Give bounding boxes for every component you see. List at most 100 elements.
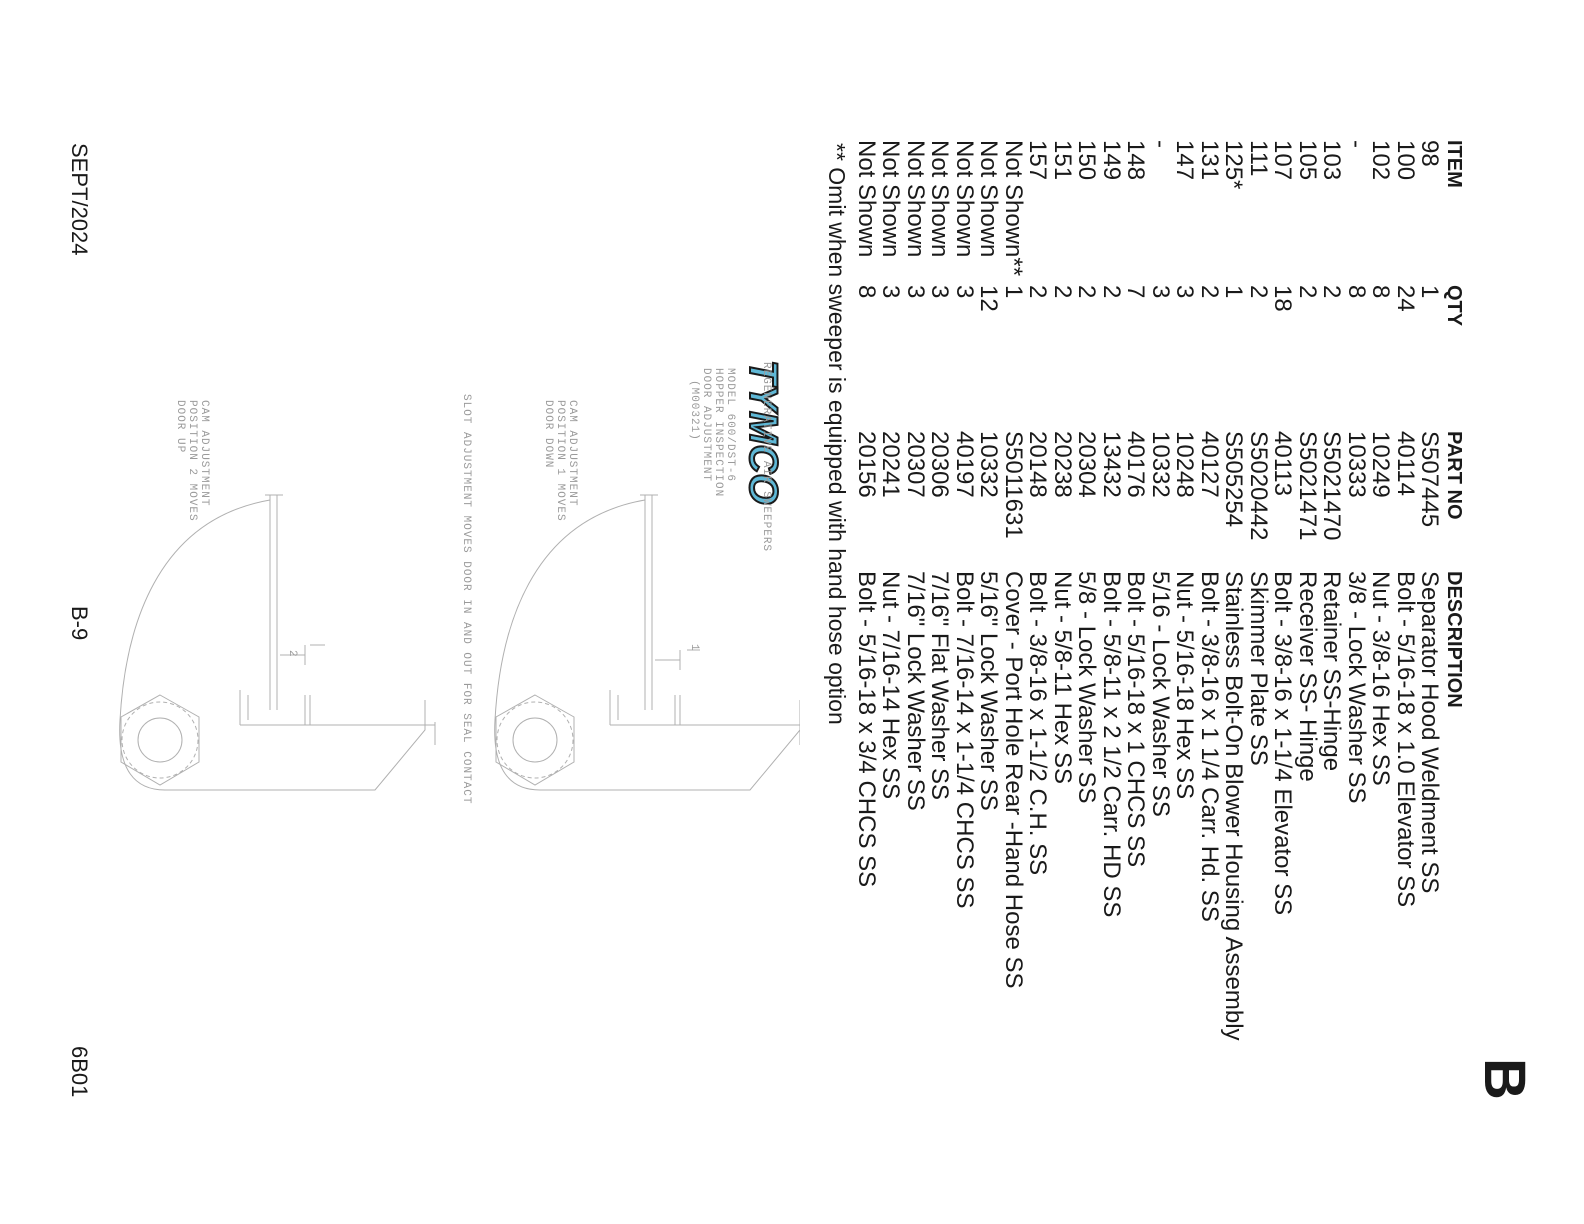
row-qty: 2 [1024, 285, 1052, 299]
row-description: Bolt - 3/8-16 x 1 1/4 Carr. Hd. SS [1196, 571, 1223, 922]
row-part-no: 10249 [1367, 431, 1395, 498]
footnote: ** Omit when sweeper is equipped with ha… [824, 143, 850, 725]
row-qty: 2 [1245, 285, 1272, 299]
row-description: Bolt - 5/8-11 x 2 1/2 Carr. HD SS [1098, 571, 1125, 918]
row-description: Stainless Bolt-On Blower Housing Assembl… [1220, 571, 1248, 1041]
section-letter: B [1472, 1058, 1537, 1100]
row-part-no: S507445 [1416, 431, 1444, 528]
row-description: 5/16" Lock Washer SS [975, 571, 1003, 811]
row-part-no: 10332 [1147, 431, 1174, 498]
row-part-no: 20148 [1024, 431, 1052, 498]
row-description: Cover - Port Hole Rear -Hand Hose SS [1000, 571, 1027, 989]
cam1-line-3: DOOR DOWN [542, 400, 554, 468]
row-item: 150 [1073, 140, 1101, 181]
row-description: Bolt - 5/16-18 x 1 CHCS SS [1122, 571, 1150, 868]
row-item: Not Shown [951, 140, 978, 258]
dimension-1: 1 [688, 644, 700, 652]
row-description: Nut - 5/16-18 Hex SS [1171, 571, 1199, 800]
row-description: 5/8 - Lock Washer SS [1073, 571, 1101, 804]
row-part-no: S505254 [1220, 431, 1248, 528]
row-qty: 8 [1343, 285, 1370, 299]
row-item: 98 [1416, 140, 1444, 167]
row-description: Bolt - 7/16-14 x 1-1/4 CHCS SS [951, 571, 978, 909]
row-part-no: 13432 [1098, 431, 1125, 498]
cam2-line-1: CAM ADJUSTMENT [198, 400, 210, 506]
row-item: 148 [1122, 140, 1150, 181]
row-qty: 24 [1392, 285, 1419, 312]
row-item: 111 [1245, 140, 1272, 177]
row-qty: 2 [1098, 285, 1125, 299]
row-description: Bolt - 3/8-16 x 1-1/2 C.H. SS [1024, 571, 1052, 876]
row-part-no: 20238 [1049, 431, 1076, 498]
row-part-no: 40197 [951, 431, 978, 498]
row-qty: 3 [926, 285, 954, 299]
row-qty: 2 [1049, 285, 1076, 299]
cam2-line-3: DOOR UP [174, 400, 186, 453]
row-description: Bolt - 3/8-16 x 1-1/4 Elevator SS [1269, 571, 1297, 916]
row-item: 157 [1024, 140, 1052, 181]
row-qty: 8 [1367, 285, 1395, 299]
row-part-no: 40114 [1392, 431, 1419, 496]
row-part-no: 40176 [1122, 431, 1150, 498]
row-item: - [1343, 140, 1370, 148]
row-item: 107 [1269, 140, 1297, 181]
model-line-1: MODEL 600/DST-6 [724, 368, 736, 482]
row-item: Not Shown [902, 140, 929, 258]
row-item: 147 [1171, 140, 1199, 181]
row-part-no: 10248 [1171, 431, 1199, 498]
row-qty: 1 [1220, 285, 1248, 299]
row-description: Skimmer Plate SS [1245, 571, 1272, 766]
row-part-no: 40113 [1269, 431, 1297, 496]
row-qty: 3 [1147, 285, 1174, 299]
row-qty: 12 [975, 285, 1003, 312]
row-qty: 1 [1416, 285, 1444, 299]
row-part-no: 10332 [975, 431, 1003, 498]
row-description: Bolt - 5/16-18 x 3/4 CHCS SS [853, 571, 880, 888]
row-description: Retainer SS-Hinge [1318, 571, 1346, 772]
row-qty: 3 [902, 285, 929, 299]
header-item: ITEM [1443, 140, 1465, 188]
row-part-no: S5021471 [1294, 431, 1321, 541]
row-qty: 2 [1196, 285, 1223, 299]
slot-adjustment-text: SLOT ADJUSTMENT MOVES DOOR IN AND OUT FO… [460, 394, 472, 804]
cam1-line-2: POSITION 1 MOVES [554, 400, 566, 522]
row-item: 151 [1049, 140, 1076, 181]
row-description: Receiver SS- Hinge [1294, 571, 1321, 782]
row-qty: 2 [1318, 285, 1346, 299]
row-qty: 2 [1294, 285, 1321, 299]
row-qty: 3 [1171, 285, 1199, 299]
row-part-no: S5011631 [1000, 431, 1027, 539]
footer-doc-code: 6B01 [67, 1046, 92, 1098]
row-item: 100 [1392, 140, 1419, 181]
row-qty: 1 [1000, 285, 1027, 299]
row-part-no: S5020442 [1245, 431, 1272, 541]
row-description: 5/16 - Lock Washer SS [1147, 571, 1174, 817]
row-qty: 8 [853, 285, 880, 299]
row-part-no: 20241 [877, 431, 905, 498]
row-item: Not Shown [853, 140, 880, 258]
row-item: Not Shown [926, 140, 954, 258]
row-part-no: 40127 [1196, 431, 1223, 498]
model-line-4: (M00321) [688, 380, 700, 441]
footer-date: SEPT/2024 [67, 143, 92, 256]
dimension-2: 2 [286, 650, 298, 658]
row-item: Not Shown [877, 140, 905, 258]
row-item: 131 [1196, 140, 1223, 181]
row-qty: 3 [951, 285, 978, 299]
